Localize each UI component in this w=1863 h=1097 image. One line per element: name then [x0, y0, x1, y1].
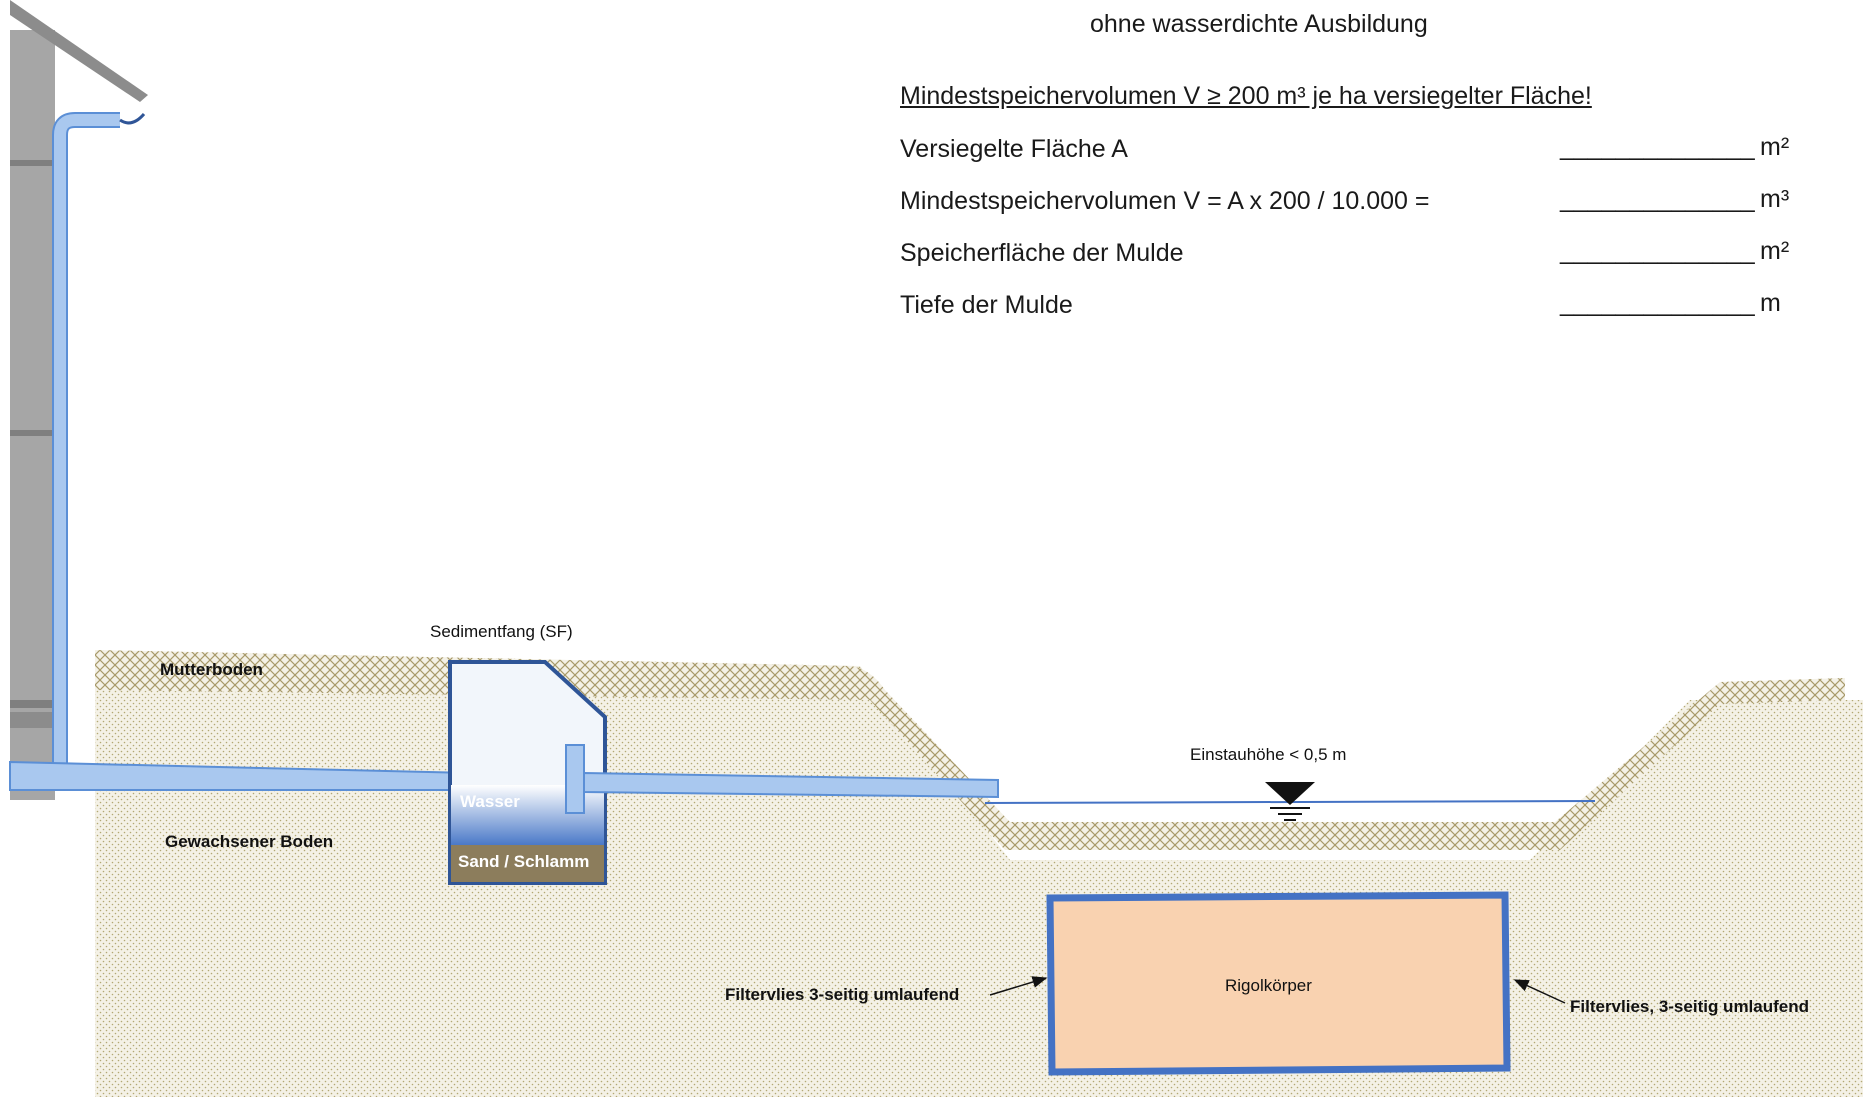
row-label-storage: Speicherfläche der Mulde: [900, 239, 1184, 267]
header-subtitle: ohne wasserdichte Ausbildung: [1090, 10, 1428, 38]
subsoil-area: [95, 650, 1863, 1097]
row-unit-area: m²: [1760, 133, 1790, 161]
fleece-right-label: Filtervlies, 3-seitig umlaufend: [1570, 997, 1810, 1016]
sediment-trap: [448, 660, 607, 885]
downpipe: [52, 112, 146, 790]
requirement-text: Mindestspeichervolumen V ≥ 200 m³ je ha …: [900, 82, 1592, 110]
outlet-pipe: [583, 771, 999, 799]
trench-label: Rigolkörper: [1225, 976, 1312, 995]
topsoil-label: Mutterboden: [160, 660, 263, 679]
sediment-trap-label: Sedimentfang (SF): [430, 622, 573, 641]
house: [10, 0, 148, 800]
water-level-symbol: [1265, 782, 1315, 821]
water-level-label: Einstauhöhe < 0,5 m: [1190, 745, 1347, 764]
sand-label: Sand / Schlamm: [458, 852, 590, 871]
row-label-area: Versiegelte Fläche A: [900, 135, 1128, 163]
row-blank-area[interactable]: ______________: [1560, 133, 1755, 161]
topsoil-layer: [95, 650, 1845, 850]
fleece-left-label: Filtervlies 3-seitig umlaufend: [725, 985, 960, 1004]
subsoil-label: Gewachsener Boden: [165, 832, 334, 851]
row-blank-storage[interactable]: ______________: [1560, 237, 1755, 265]
row-label-depth: Tiefe der Mulde: [900, 291, 1073, 319]
fleece-left-arrow: [989, 976, 1048, 996]
row-unit-volume: m³: [1760, 185, 1790, 213]
fleece-right-arrow: [1513, 979, 1566, 1004]
row-unit-depth: m: [1760, 289, 1781, 317]
row-blank-volume[interactable]: ______________: [1560, 185, 1755, 213]
row-label-volume: Mindestspeichervolumen V = A x 200 / 10.…: [900, 187, 1430, 215]
row-blank-depth[interactable]: ______________: [1560, 289, 1755, 317]
trench-body: [1046, 891, 1511, 1076]
row-unit-storage: m²: [1760, 237, 1790, 265]
water-label: Wasser: [460, 792, 520, 811]
